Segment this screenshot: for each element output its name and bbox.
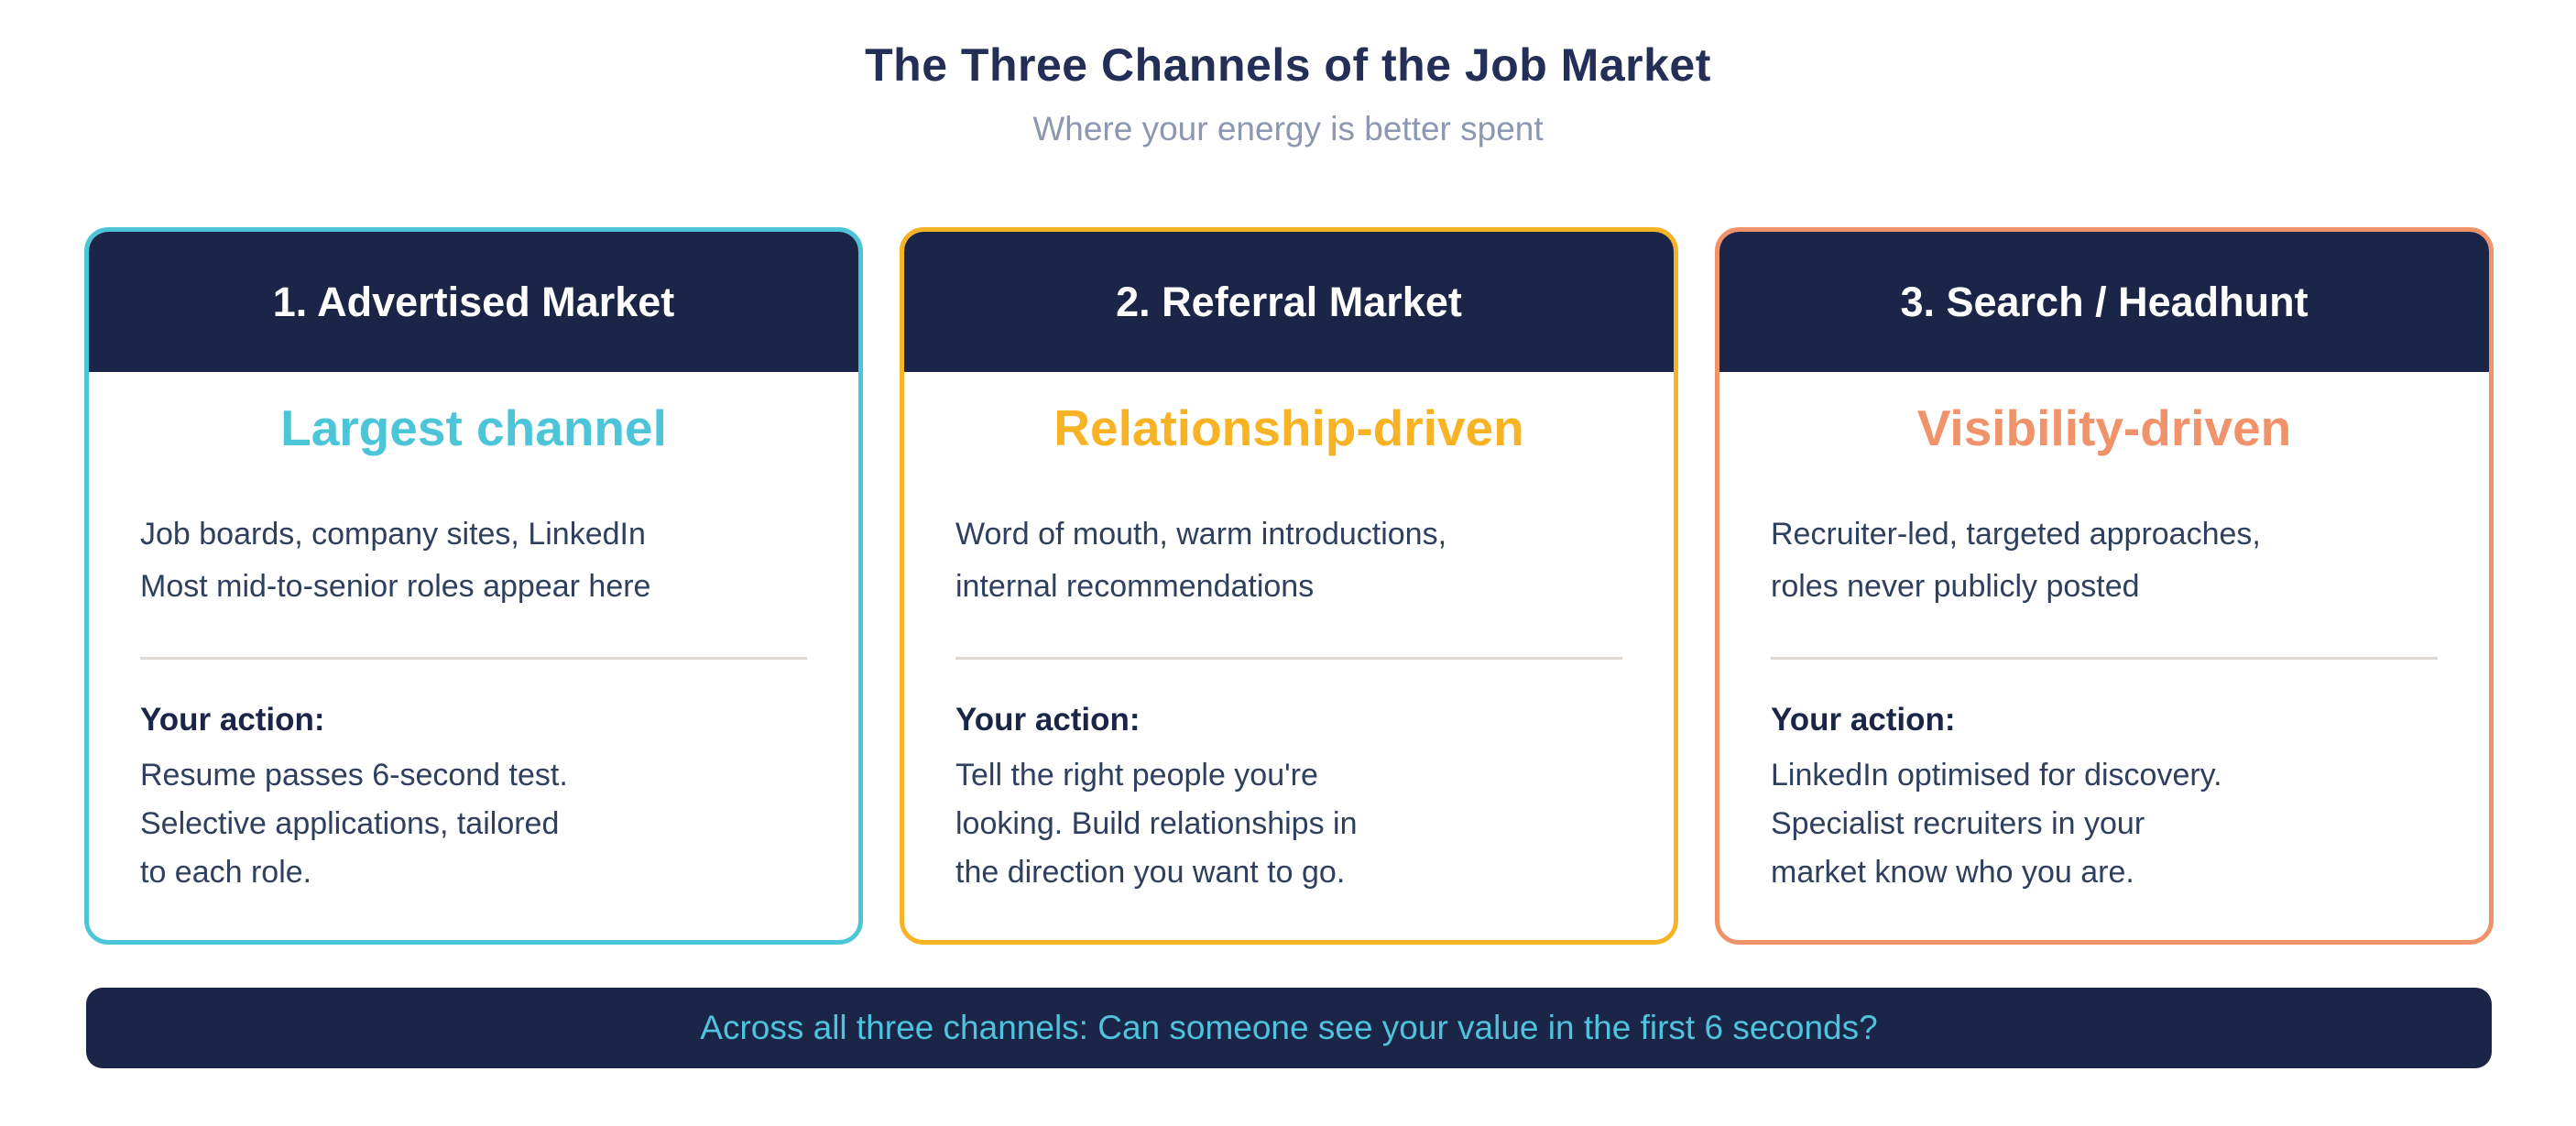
card-referral-market-body: Relationship-driven Word of mouth, warm …	[904, 372, 1674, 940]
card-referral-market-action-label: Your action:	[955, 702, 1141, 738]
card-referral-market-headline: Relationship-driven	[1053, 399, 1524, 456]
description-line: internal recommendations	[955, 569, 1315, 605]
action-line: LinkedIn optimised for discovery.	[1771, 758, 2222, 793]
footer-banner: Across all three channels: Can someone s…	[86, 988, 2492, 1068]
card-search-headhunt-action-label: Your action:	[1771, 702, 1956, 738]
action-line: Resume passes 6-second test.	[140, 758, 568, 793]
card-search-headhunt-headline: Visibility-driven	[1916, 399, 2292, 456]
description-line: Job boards, company sites, LinkedIn	[140, 517, 646, 552]
card-advertised-market-description: Job boards, company sites, LinkedIn Most…	[140, 508, 807, 613]
card-referral-market: 2. Referral Market Relationship-driven W…	[900, 227, 1678, 945]
card-advertised-market-headline: Largest channel	[280, 399, 667, 456]
card-search-headhunt-header: 3. Search / Headhunt	[1719, 232, 2489, 372]
action-line: Tell the right people you're	[955, 758, 1318, 793]
card-advertised-market-action-label: Your action:	[140, 702, 325, 738]
card-advertised-market: 1. Advertised Market Largest channel Job…	[84, 227, 863, 945]
divider	[140, 657, 807, 661]
description-line: Most mid-to-senior roles appear here	[140, 569, 651, 605]
description-line: Recruiter-led, targeted approaches,	[1771, 517, 2261, 552]
page-title: The Three Channels of the Job Market	[865, 39, 1711, 91]
divider	[955, 657, 1622, 661]
card-advertised-market-header-label: 1. Advertised Market	[272, 278, 675, 325]
card-referral-market-description: Word of mouth, warm introductions, inter…	[955, 508, 1622, 613]
description-line: Word of mouth, warm introductions,	[955, 517, 1447, 552]
divider	[1771, 657, 2438, 661]
page-subtitle: Where your energy is better spent	[1032, 110, 1544, 148]
footer-banner-text: Across all three channels: Can someone s…	[700, 1009, 1878, 1046]
card-advertised-market-action-text: Resume passes 6-second test. Selective a…	[140, 751, 807, 897]
card-search-headhunt-action-text: LinkedIn optimised for discovery. Specia…	[1771, 751, 2438, 897]
channel-cards-row: 1. Advertised Market Largest channel Job…	[84, 227, 2494, 945]
card-search-headhunt-header-label: 3. Search / Headhunt	[1900, 278, 2309, 325]
action-line: looking. Build relationships in	[955, 806, 1358, 842]
card-referral-market-action-text: Tell the right people you're looking. Bu…	[955, 751, 1622, 897]
card-search-headhunt-body: Visibility-driven Recruiter-led, targete…	[1719, 372, 2489, 940]
description-line: roles never publicly posted	[1771, 569, 2140, 605]
card-referral-market-header-label: 2. Referral Market	[1116, 278, 1462, 325]
card-referral-market-header: 2. Referral Market	[904, 232, 1674, 372]
action-line: the direction you want to go.	[955, 855, 1346, 891]
card-advertised-market-body: Largest channel Job boards, company site…	[89, 372, 858, 940]
card-advertised-market-header: 1. Advertised Market	[89, 232, 858, 372]
action-line: Selective applications, tailored	[140, 806, 560, 842]
card-search-headhunt-description: Recruiter-led, targeted approaches, role…	[1771, 508, 2438, 613]
action-line: market know who you are.	[1771, 855, 2134, 891]
action-line: Specialist recruiters in your	[1771, 806, 2145, 842]
action-line: to each role.	[140, 855, 312, 891]
card-search-headhunt: 3. Search / Headhunt Visibility-driven R…	[1715, 227, 2494, 945]
